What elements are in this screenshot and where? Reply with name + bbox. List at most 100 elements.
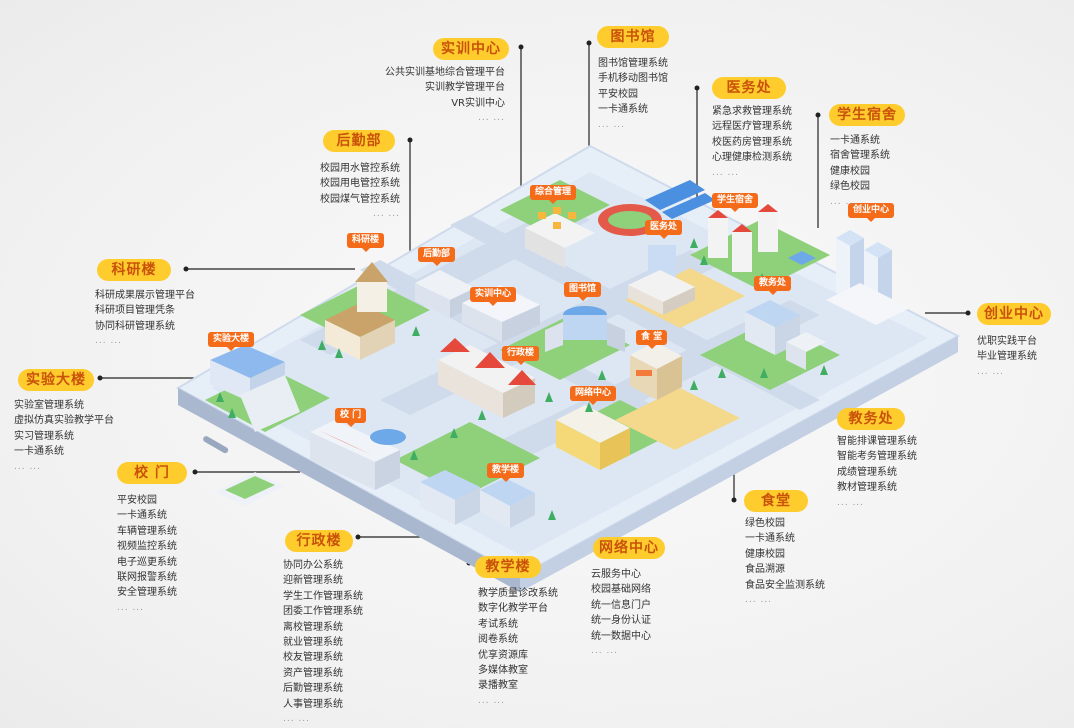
list-item: 统一信息门户 xyxy=(591,599,651,611)
list-clinic: 紧急求救管理系统 远程医疗管理系统 校医药房管理系统 心理健康检测系统 ... … xyxy=(712,104,792,181)
list-item: 教学质量诊改系统 xyxy=(478,588,558,599)
gate-building xyxy=(215,420,406,506)
list-item: 录播教室 xyxy=(478,680,518,692)
more-indicator: ... ... xyxy=(830,196,858,207)
list-academic: 智能排课管理系统 智能考务管理系统 成绩管理系统 教材管理系统 ... ... xyxy=(837,434,917,511)
map-tag-academic: 教务处 xyxy=(754,276,792,295)
map-tag-comprehensive: 综合管理 xyxy=(530,185,577,204)
more-indicator: ... ... xyxy=(478,695,506,706)
list-item: 心理健康检测系统 xyxy=(712,152,792,164)
list-startup: 优职实践平台 毕业管理系统 ... ... xyxy=(977,334,1037,380)
label-gate: 校 门 xyxy=(117,462,187,484)
more-indicator: ... ... xyxy=(591,645,619,656)
list-lab: 实验室管理系统 虚拟仿真实验教学平台 实习管理系统 一卡通系统 ... ... xyxy=(14,398,114,475)
label-training: 实训中心 xyxy=(433,38,509,60)
canteen-building xyxy=(630,342,682,400)
list-research: 科研成果展示管理平台 科研项目管理凭条 协同科研管理系统 ... ... xyxy=(95,288,195,350)
list-item: VR实训中心 xyxy=(451,97,505,109)
list-item: 虚拟仿真实验教学平台 xyxy=(14,415,114,427)
map-tag-training: 实训中心 xyxy=(470,287,517,306)
list-item: 校园煤气管控系统 xyxy=(320,193,400,205)
label-dorm: 学生宿舍 xyxy=(829,104,905,126)
map-tag-gate: 校 门 xyxy=(335,408,367,427)
comprehensive-building xyxy=(525,207,595,268)
map-tag-lab: 实验大楼 xyxy=(208,332,255,351)
list-admin: 协同办公系统 迎新管理系统 学生工作管理系统 团委工作管理系统 离校管理系统 就… xyxy=(283,558,363,727)
teaching-building xyxy=(420,470,535,528)
label-library: 图书馆 xyxy=(597,26,669,48)
list-item: 统一数据中心 xyxy=(591,630,651,642)
list-training: 公共实训基地综合管理平台 实训教学管理平台 VR实训中心 ... ... xyxy=(370,65,505,127)
list-item: 平安校园 xyxy=(598,88,638,100)
list-item: 校园基础网络 xyxy=(591,584,651,596)
list-item: 毕业管理系统 xyxy=(977,351,1037,363)
more-indicator: ... ... xyxy=(283,713,311,724)
network-building xyxy=(556,405,630,470)
list-item: 校园用水管控系统 xyxy=(320,163,400,174)
list-item: 健康校园 xyxy=(745,548,785,560)
list-item: 绿色校园 xyxy=(745,518,785,529)
medical-building xyxy=(628,245,695,315)
startup-building xyxy=(826,230,910,325)
list-item: 校园用电管控系统 xyxy=(320,178,400,190)
list-item: 宿舍管理系统 xyxy=(830,150,890,162)
map-tag-clinic: 医务处 xyxy=(645,220,683,239)
lab-building xyxy=(210,345,300,432)
more-indicator: ... ... xyxy=(837,497,865,508)
map-tag-canteen: 食 堂 xyxy=(636,330,668,349)
list-item: 智能考务管理系统 xyxy=(837,451,917,463)
more-indicator: ... ... xyxy=(598,119,626,130)
list-item: 多媒体教室 xyxy=(478,664,528,676)
map-tag-admin: 行政楼 xyxy=(502,346,540,365)
list-item: 平安校园 xyxy=(117,495,157,506)
map-tag-dorm: 学生宿舍 xyxy=(712,193,759,212)
label-startup: 创业中心 xyxy=(977,303,1051,325)
list-item: 数字化教学平台 xyxy=(478,603,548,615)
more-indicator: ... ... xyxy=(745,594,773,605)
label-research: 科研楼 xyxy=(97,259,171,281)
list-item: 实验室管理系统 xyxy=(14,400,84,411)
list-item: 联网报警系统 xyxy=(117,571,177,583)
label-logistics: 后勤部 xyxy=(323,130,395,152)
list-item: 一卡通系统 xyxy=(598,104,648,116)
more-indicator: ... ... xyxy=(95,336,123,347)
label-teaching: 教学楼 xyxy=(475,556,541,578)
more-indicator: ... ... xyxy=(477,113,505,124)
admin-building xyxy=(438,338,536,418)
list-item: 一卡通系统 xyxy=(117,510,167,522)
library-building xyxy=(545,306,625,352)
list-item: 绿色校园 xyxy=(830,181,870,193)
list-item: 科研成果展示管理平台 xyxy=(95,290,195,301)
list-item: 电子巡更系统 xyxy=(117,556,177,568)
list-item: 一卡通系统 xyxy=(14,446,64,458)
list-item: 公共实训基地综合管理平台 xyxy=(385,67,505,78)
label-academic: 教务处 xyxy=(837,408,905,430)
list-item: 迎新管理系统 xyxy=(283,575,343,587)
list-teaching: 教学质量诊改系统 数字化教学平台 考试系统 阅卷系统 优享资源库 多媒体教室 录… xyxy=(478,586,558,709)
more-indicator: ... ... xyxy=(14,461,42,472)
list-item: 协同办公系统 xyxy=(283,560,343,571)
list-item: 校医药房管理系统 xyxy=(712,136,792,148)
list-item: 车辆管理系统 xyxy=(117,525,177,537)
list-item: 实训教学管理平台 xyxy=(425,82,505,94)
label-clinic: 医务处 xyxy=(712,77,786,99)
list-library: 图书馆管理系统 手机移动图书馆 平安校园 一卡通系统 ... ... xyxy=(598,56,668,133)
list-item: 校友管理系统 xyxy=(283,652,343,664)
map-tag-logistics: 后勤部 xyxy=(418,247,456,266)
list-item: 学生工作管理系统 xyxy=(283,590,363,602)
list-item: 人事管理系统 xyxy=(283,698,343,710)
list-item: 考试系统 xyxy=(478,618,518,630)
list-gate: 平安校园 一卡通系统 车辆管理系统 视频监控系统 电子巡更系统 联网报警系统 安… xyxy=(117,493,177,616)
map-tag-network: 网络中心 xyxy=(570,386,617,405)
list-item: 成绩管理系统 xyxy=(837,466,897,478)
more-indicator: ... ... xyxy=(117,602,145,613)
more-indicator: ... ... xyxy=(977,366,1005,377)
list-item: 教材管理系统 xyxy=(837,482,897,494)
list-dorm: 一卡通系统 宿舍管理系统 健康校园 绿色校园 ... ... xyxy=(830,133,890,210)
list-item: 阅卷系统 xyxy=(478,634,518,646)
list-item: 离校管理系统 xyxy=(283,621,343,633)
label-canteen: 食堂 xyxy=(744,490,808,512)
list-item: 一卡通系统 xyxy=(745,533,795,545)
list-item: 云服务中心 xyxy=(591,569,641,580)
